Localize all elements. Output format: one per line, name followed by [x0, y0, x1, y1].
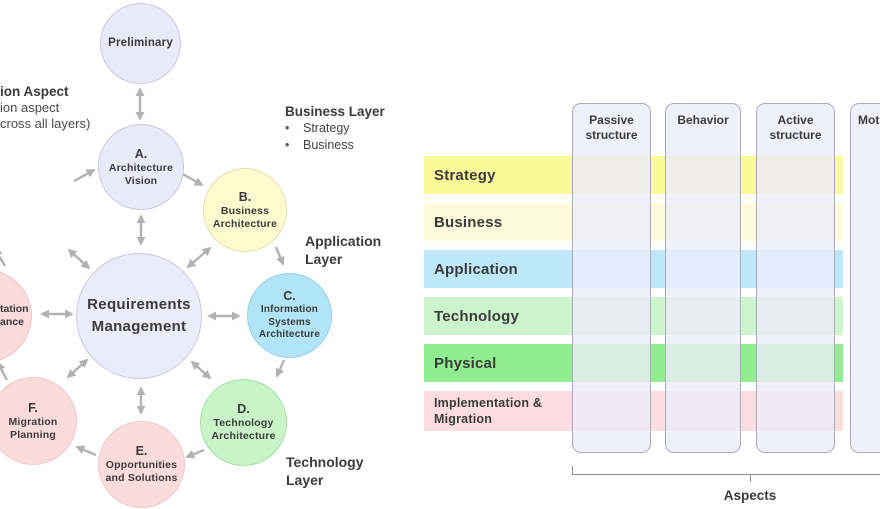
- phase-letter: F.: [28, 400, 38, 415]
- matrix-column-active-structure: Active structure: [756, 103, 835, 453]
- aspects-label: Aspects: [723, 488, 777, 503]
- adm-phase-c-information-systems-architecture: C. Information Systems Architecture: [247, 273, 332, 358]
- phase-letter: B.: [238, 189, 252, 204]
- bullet-icon: •: [285, 121, 290, 135]
- adm-phase-b-business-architecture: B. Business Architecture: [203, 168, 287, 252]
- adm-requirements-management: Requirements Management: [76, 253, 202, 379]
- matrix-column-behavior: Behavior: [665, 103, 741, 453]
- bullet-icon: •: [285, 137, 290, 152]
- adm-phase-g-text-fragments: tation ance: [0, 303, 29, 328]
- aspects-bracket-center-tick: [750, 474, 751, 482]
- legend-item: •Business: [285, 137, 354, 152]
- adm-phase-a-architecture-vision: A. Architecture Vision: [98, 124, 184, 210]
- application-layer-label: Application Layer: [305, 233, 382, 267]
- phase-label: Preliminary: [108, 37, 173, 49]
- phase-letter: E.: [135, 444, 148, 458]
- aspects-bracket-line: [572, 474, 880, 475]
- business-layer-legend: Business Layer •Strategy •Business: [285, 103, 385, 153]
- phase-letter: C.: [283, 289, 296, 304]
- legend-item: •Strategy: [285, 121, 350, 135]
- aspects-bracket-left-tick: [572, 466, 573, 475]
- adm-phase-d-technology-architecture: D. Technology Architecture: [200, 379, 287, 466]
- technology-layer-label: Technology Layer: [286, 454, 364, 488]
- adm-cycle-panel: Preliminary A. Architecture Vision B. Bu…: [0, 0, 430, 509]
- adm-phase-e-opportunities-solutions: E. Opportunities and Solutions: [98, 421, 185, 508]
- adm-phase-preliminary: Preliminary: [100, 3, 181, 84]
- phase-letter: D.: [237, 402, 250, 416]
- motivation-aspect-note-clipped: ion Aspect ion aspect cross all layers): [0, 84, 91, 131]
- adm-phase-f-migration-planning: F. Migration Planning: [0, 377, 77, 465]
- matrix-column-motivation-clipped: Mot: [850, 103, 880, 453]
- legend-title: Business Layer: [285, 104, 385, 119]
- phase-letter: A.: [134, 146, 148, 161]
- matrix-column-passive-structure: Passive structure: [572, 103, 651, 453]
